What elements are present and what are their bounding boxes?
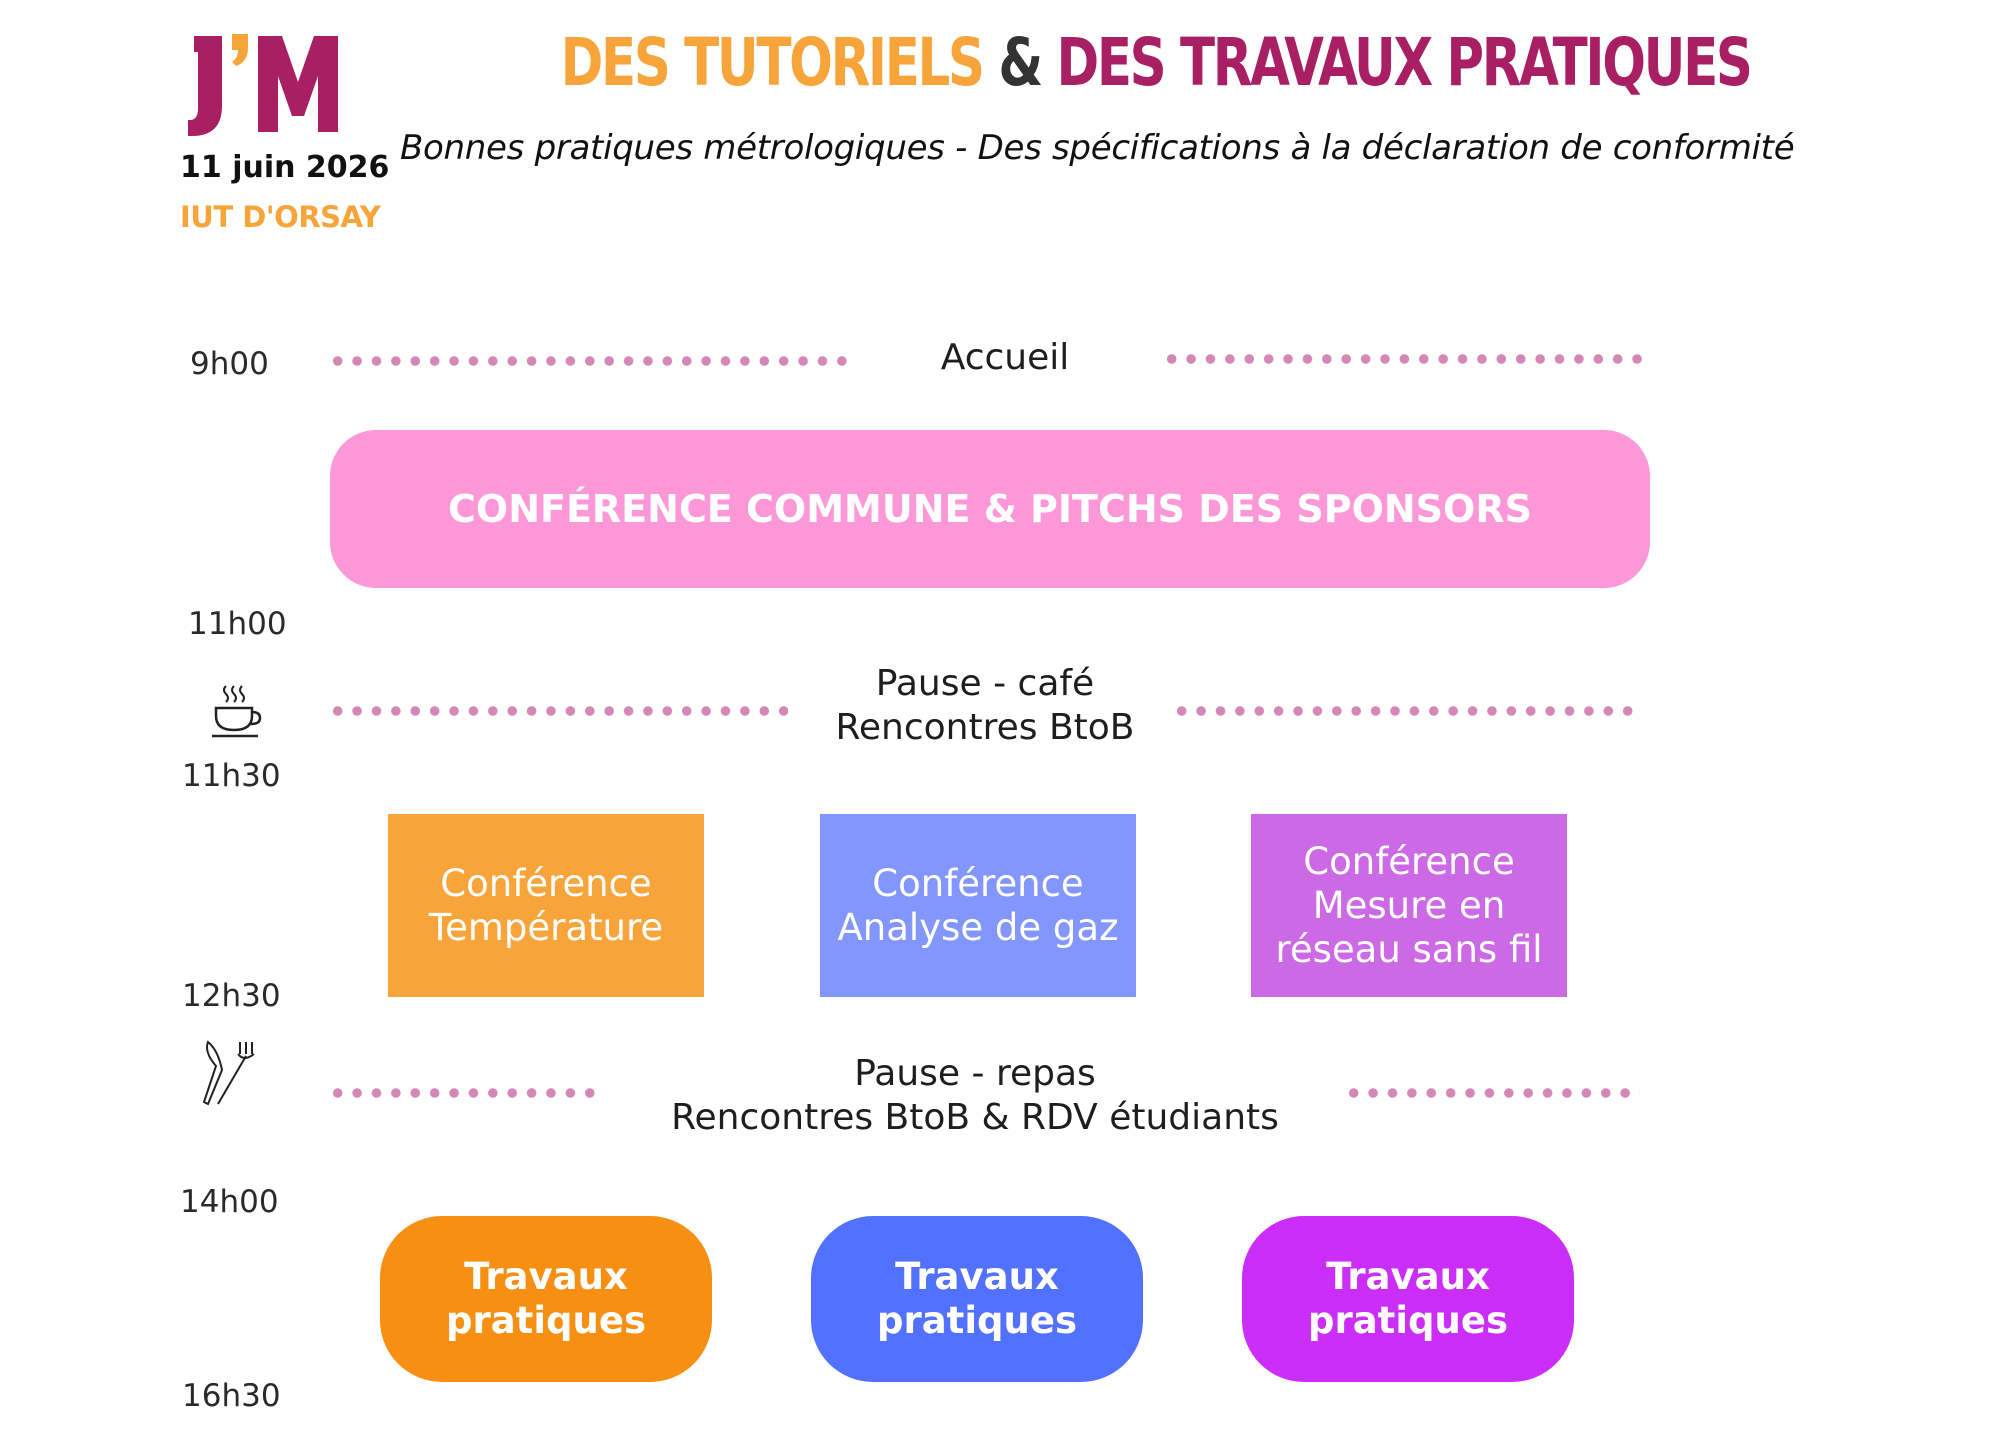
- time-label: 14h00: [180, 1184, 279, 1220]
- jm-logo: [180, 18, 360, 168]
- title-ampersand: &: [998, 24, 1043, 101]
- coffee-break-label: Pause - café Rencontres BtoB: [790, 662, 1180, 750]
- dotted-separator: [1162, 354, 1648, 364]
- fork-knife-icon: [200, 1038, 258, 1106]
- dotted-separator: [1344, 1088, 1640, 1098]
- conference-label: Conférence Analyse de gaz: [837, 861, 1119, 949]
- conference-gas-analysis: Conférence Analyse de gaz: [820, 814, 1136, 997]
- workshop-label: Travaux pratiques: [876, 1255, 1077, 1342]
- conference-label: Conférence Température: [428, 861, 664, 949]
- workshop-practical-work: Travaux pratiques: [811, 1216, 1143, 1382]
- title-practical-work: DES TRAVAUX PRATIQUES: [1056, 24, 1753, 101]
- lunch-break-title: Pause - repas: [854, 1053, 1096, 1094]
- conference-wireless-network: Conférence Mesure en réseau sans fil: [1251, 814, 1567, 997]
- coffee-cup-icon: [210, 684, 262, 742]
- time-label: 11h00: [188, 606, 287, 642]
- time-label: 11h30: [182, 758, 281, 794]
- conference-temperature: Conférence Température: [388, 814, 704, 997]
- workshop-practical-work: Travaux pratiques: [1242, 1216, 1574, 1382]
- time-label: 9h00: [190, 346, 269, 382]
- lunch-break-label: Pause - repas Rencontres BtoB & RDV étud…: [620, 1052, 1330, 1140]
- conference-label: Conférence Mesure en réseau sans fil: [1275, 839, 1543, 971]
- dotted-separator: [328, 1088, 604, 1098]
- title-tutorials: DES TUTORIELS: [560, 24, 985, 101]
- coffee-break-subtitle: Rencontres BtoB: [835, 707, 1135, 748]
- workshop-practical-work: Travaux pratiques: [380, 1216, 712, 1382]
- plenary-label: CONFÉRENCE COMMUNE & PITCHS DES SPONSORS: [448, 487, 1532, 531]
- lunch-break-subtitle: Rencontres BtoB & RDV étudiants: [671, 1097, 1279, 1138]
- dotted-separator: [1172, 706, 1638, 716]
- workshop-label: Travaux pratiques: [1307, 1255, 1508, 1342]
- event-place: IUT D'ORSAY: [180, 200, 381, 234]
- dotted-separator: [328, 706, 788, 716]
- page-subtitle: Bonnes pratiques métrologiques - Des spé…: [400, 128, 1795, 168]
- coffee-break-title: Pause - café: [875, 663, 1095, 704]
- event-date: 11 juin 2026: [180, 150, 390, 185]
- time-label: 16h30: [182, 1378, 281, 1414]
- page-title: DES TUTORIELS & DES TRAVAUX PRATIQUES: [560, 24, 1753, 101]
- dotted-separator: [328, 356, 850, 366]
- plenary-conference-block: CONFÉRENCE COMMUNE & PITCHS DES SPONSORS: [330, 430, 1650, 588]
- workshop-label: Travaux pratiques: [445, 1255, 646, 1342]
- welcome-label: Accueil: [940, 337, 1070, 378]
- time-label: 12h30: [182, 978, 281, 1014]
